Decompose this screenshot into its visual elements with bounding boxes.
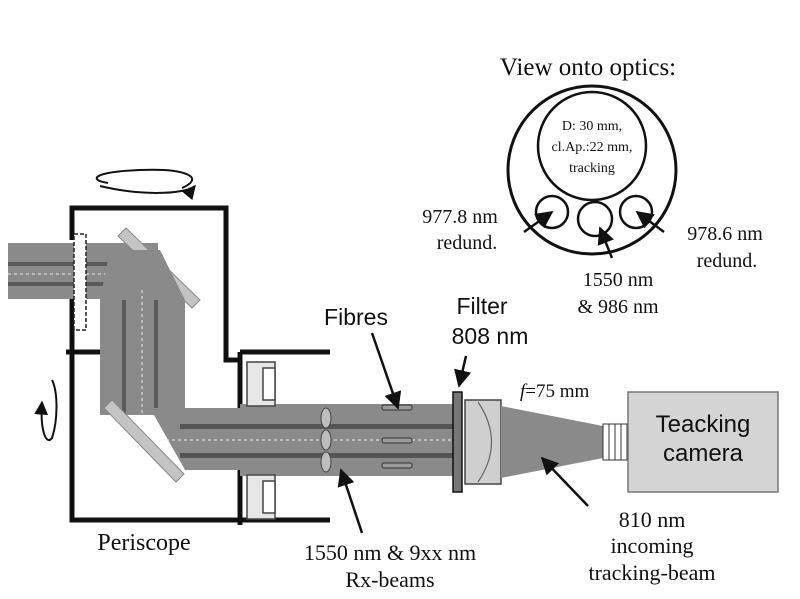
tracking-beam-cone <box>501 406 603 478</box>
tracking-beam-label: 810 nm incoming tracking-beam <box>588 507 715 585</box>
main-beam <box>150 404 455 476</box>
bottom-fibre-line-1: 1550 nm <box>583 269 654 291</box>
tracking-line-3: tracking-beam <box>588 560 715 585</box>
tracking-lens <box>464 399 502 485</box>
main-lens-line-3: tracking <box>569 161 615 176</box>
left-fibre-arrow <box>523 210 554 234</box>
left-fibre-line-2: redund. <box>437 232 498 254</box>
telescope-mount <box>246 361 276 520</box>
lower-mirror <box>103 399 185 483</box>
right-fibre-lens <box>618 194 654 230</box>
right-fibre-label: 978.6 nm redund. <box>687 223 763 272</box>
tracking-line-2: incoming <box>610 533 693 558</box>
entry-lenses <box>320 407 332 473</box>
rx-arrow <box>337 468 364 534</box>
camera-line-2: camera <box>663 440 744 467</box>
right-fibre-line-1: 978.6 nm <box>687 223 763 245</box>
center-fibre-lens <box>576 200 614 238</box>
side-rotation-arrow <box>34 379 58 441</box>
center-fibre-arrow <box>597 226 614 259</box>
main-lens-label: D: 30 mm, cl.Ap.:22 mm, tracking <box>552 119 633 176</box>
camera-connector <box>602 423 628 461</box>
fibres-label: Fibres <box>324 304 388 330</box>
focal-length-label: f=75 mm <box>520 381 590 402</box>
periscope-label: Periscope <box>97 530 190 556</box>
view-title: View onto optics: <box>500 54 676 81</box>
input-window <box>73 233 87 331</box>
filter-arrow <box>454 355 472 388</box>
tracking-camera <box>627 391 779 493</box>
camera-line-1: Teacking <box>656 411 751 438</box>
left-fibre-label: 977.8 nm redund. <box>422 206 498 254</box>
main-lens-line-2: cl.Ap.:22 mm, <box>552 140 633 155</box>
tracking-line-1: 810 nm <box>619 507 686 532</box>
annotation-arrows <box>337 210 665 534</box>
right-fibre-arrow <box>635 210 665 234</box>
fibres-arrow <box>370 332 402 410</box>
filter-line-2: 808 nm <box>452 323 529 349</box>
filter-plate <box>452 391 463 493</box>
rx-line-1: 1550 nm & 9xx nm <box>304 540 476 565</box>
tracking-arrow <box>540 456 589 507</box>
camera-label: Teacking camera <box>656 411 751 467</box>
bottom-fibre-line-2: & 986 nm <box>577 296 659 318</box>
focal-f: f <box>520 381 528 402</box>
main-lens-line-1: D: 30 mm, <box>562 119 622 134</box>
top-rotation-arrow <box>95 168 196 201</box>
left-fibre-line-1: 977.8 nm <box>422 206 498 228</box>
rx-beams-label: 1550 nm & 9xx nm Rx-beams <box>304 540 476 592</box>
right-fibre-line-2: redund. <box>697 250 758 272</box>
periscope-beam <box>100 250 185 415</box>
rx-line-2: Rx-beams <box>345 567 434 592</box>
filter-line-1: Filter <box>456 293 507 319</box>
bottom-fibre-label: 1550 nm & 986 nm <box>577 269 659 318</box>
filter-label: Filter 808 nm <box>452 293 529 349</box>
focal-value: =75 mm <box>525 381 589 402</box>
